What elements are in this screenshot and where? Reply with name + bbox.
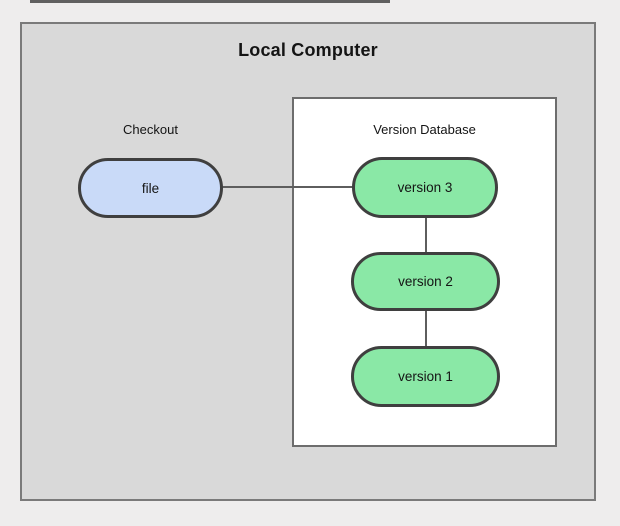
local-computer-title: Local Computer bbox=[238, 40, 378, 60]
connector-file-to-version3 bbox=[222, 186, 353, 188]
top-dark-strip bbox=[30, 0, 390, 3]
version-3-node: version 3 bbox=[352, 157, 498, 218]
version-1-node: version 1 bbox=[351, 346, 500, 407]
checkout-label: Checkout bbox=[123, 122, 178, 137]
connector-version2-to-version1 bbox=[425, 308, 427, 349]
connector-version3-to-version2 bbox=[425, 215, 427, 255]
version-database-label: Version Database bbox=[373, 122, 476, 137]
version-2-node: version 2 bbox=[351, 252, 500, 311]
file-node: file bbox=[78, 158, 223, 218]
